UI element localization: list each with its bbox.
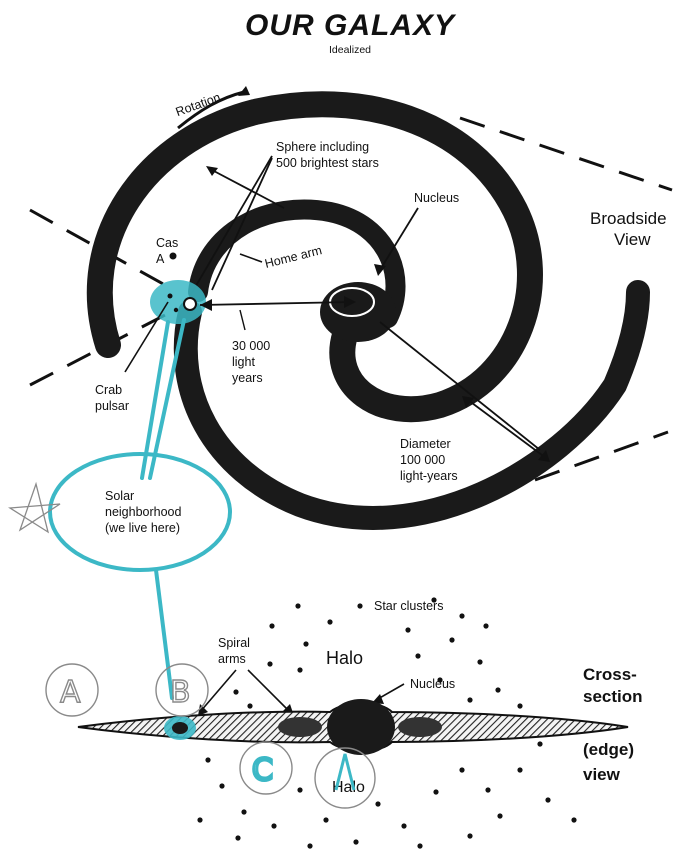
star-cluster-dot — [233, 689, 238, 694]
crab-label-line2: pulsar — [95, 399, 129, 413]
star-cluster-dot — [271, 823, 276, 828]
star-cluster-dot — [417, 843, 422, 848]
star-cluster-dot — [517, 767, 522, 772]
star-cluster-dot — [459, 613, 464, 618]
cross-section-label-line1: Cross- — [583, 665, 637, 684]
solar-label-line1: Solar — [105, 489, 134, 503]
sun-marker — [184, 298, 196, 310]
star-cluster-dot — [497, 813, 502, 818]
edge-on-nucleus — [327, 699, 395, 755]
broadside-label-line2: View — [614, 230, 651, 249]
diagram-title: OUR GALAXY — [245, 9, 457, 42]
diameter-label-line3: light-years — [400, 469, 458, 483]
star-cluster-dot — [537, 741, 542, 746]
star-cluster-dot — [353, 839, 358, 844]
distance-label-line1: 30 000 — [232, 339, 270, 353]
nearby-star-dot — [174, 308, 178, 312]
distance-label-line3: years — [232, 371, 263, 385]
edge-on-arm-dark-right — [398, 717, 442, 737]
star-cluster-dot — [405, 627, 410, 632]
solar-label-line3: (we live here) — [105, 521, 180, 535]
star-cluster-dot — [241, 809, 246, 814]
home-arm-pointer — [240, 254, 262, 262]
star-cluster-dot — [401, 823, 406, 828]
star-cluster-dot — [247, 703, 252, 708]
star-cluster-dot — [357, 603, 362, 608]
star-cluster-dot — [517, 703, 522, 708]
star-cluster-dot — [571, 817, 576, 822]
star-cluster-dot — [483, 623, 488, 628]
edge-on-arm-dark-left — [278, 717, 322, 737]
cross-section-label-line2: section — [583, 687, 643, 706]
arm-width-arrowhead — [206, 166, 218, 176]
star-cluster-dot — [269, 623, 274, 628]
nucleus-bottom-label: Nucleus — [410, 677, 455, 691]
rotation-arrowhead — [238, 86, 250, 96]
distance-pointer — [240, 310, 245, 330]
cas-a-label-line2: A — [156, 252, 165, 266]
star-cluster-dot — [219, 783, 224, 788]
arm-width-arrow — [212, 170, 284, 208]
star-cluster-dot — [297, 667, 302, 672]
cross-section-label-line3: (edge) — [583, 740, 634, 759]
star-cluster-dot — [327, 619, 332, 624]
diameter-arrow — [468, 400, 546, 458]
sphere-label-line2: 500 brightest stars — [276, 156, 379, 170]
star-cluster-dot — [467, 697, 472, 702]
broadside-label-line1: Broadside — [590, 209, 667, 228]
star-cluster-dot — [295, 603, 300, 608]
handwritten-letter-a: A — [60, 675, 81, 710]
star-cluster-dot — [415, 653, 420, 658]
star-cluster-dot — [303, 641, 308, 646]
star-cluster-dot — [485, 787, 490, 792]
handwritten-letter-c: C — [252, 753, 273, 788]
star-cluster-dot — [467, 833, 472, 838]
galactic-nucleus — [320, 282, 396, 342]
our-location-arm — [172, 722, 188, 734]
home-arm-label: Home arm — [263, 243, 323, 271]
star-clusters-label: Star clusters — [374, 599, 443, 613]
sphere-label-line1: Sphere including — [276, 140, 369, 154]
spiral-arms-label-line2: arms — [218, 652, 246, 666]
handwritten-letter-b: B — [170, 675, 191, 710]
crab-label-line1: Crab — [95, 383, 122, 397]
star-cluster-dot — [323, 817, 328, 822]
cas-a-label-line1: Cas — [156, 236, 178, 250]
star-cluster-dot — [495, 687, 500, 692]
diameter-label-line2: 100 000 — [400, 453, 445, 467]
star-cluster-dot — [477, 659, 482, 664]
halo-top-label: Halo — [326, 648, 363, 668]
star-cluster-dot — [267, 661, 272, 666]
spiral-arms-label-line1: Spiral — [218, 636, 250, 650]
cas-a-dot — [170, 253, 177, 260]
star-cluster-dot — [205, 757, 210, 762]
star-cluster-dot — [449, 637, 454, 642]
diameter-label-line1: Diameter — [400, 437, 451, 451]
star-cluster-dot — [459, 767, 464, 772]
star-cluster-dot — [235, 835, 240, 840]
star-cluster-dot — [433, 789, 438, 794]
diagram-subtitle: Idealized — [329, 44, 371, 56]
star-cluster-dot — [197, 817, 202, 822]
star-cluster-dot — [545, 797, 550, 802]
star-cluster-dot — [297, 787, 302, 792]
star-cluster-dot — [375, 801, 380, 806]
solar-label-line2: neighborhood — [105, 505, 182, 519]
cross-section-label-line4: view — [583, 765, 621, 784]
crab-pulsar-dot — [168, 294, 173, 299]
nucleus-top-label: Nucleus — [414, 191, 459, 205]
distance-label-line2: light — [232, 355, 255, 369]
star-cluster-dot — [307, 843, 312, 848]
